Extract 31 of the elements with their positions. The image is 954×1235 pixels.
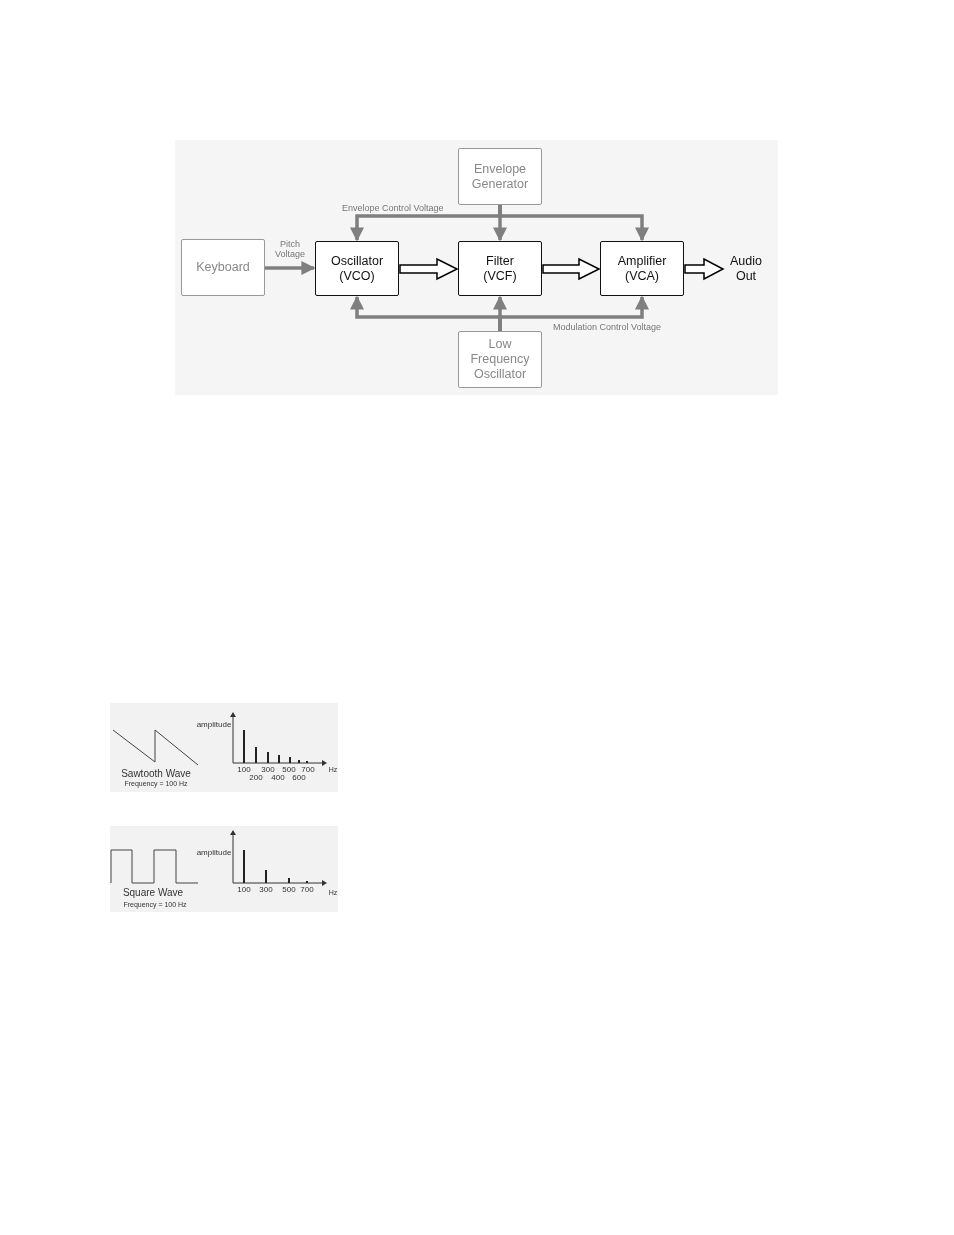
tick-label: 400 (271, 773, 285, 782)
output-label: Audio Out (724, 252, 768, 286)
module-box: Envelope Generator (458, 148, 542, 205)
tick-label: 600 (292, 773, 306, 782)
tick-label: 300 (261, 765, 275, 774)
tick-label: 700 (301, 765, 315, 774)
tick-label: 700 (300, 885, 314, 894)
arrow (399, 257, 459, 281)
wave-caption: Square Wave (122, 887, 184, 898)
tick-label: 100 (237, 885, 251, 894)
tick-label: 300 (259, 885, 273, 894)
axis-label: amplitude (196, 720, 232, 729)
arrow (498, 295, 649, 331)
module-box: Amplifier (VCA) (600, 241, 684, 296)
module-box: Low Frequency Oscillator (458, 331, 542, 388)
arrow (265, 261, 316, 275)
arrow (542, 257, 601, 281)
module-box: Filter (VCF) (458, 241, 542, 296)
tick-label: 200 (249, 773, 263, 782)
edge-label: Envelope Control Voltage (342, 203, 444, 213)
tick-label: 100 (237, 765, 251, 774)
tick-label: 500 (282, 885, 296, 894)
edge-label: Modulation Control Voltage (553, 322, 662, 332)
axis-label: amplitude (196, 848, 232, 857)
module-box: Keyboard (181, 239, 265, 296)
module-box: Oscillator (VCO) (315, 241, 399, 296)
wave-caption: Sawtooth Wave (121, 768, 191, 779)
edge-label: Pitch Voltage (274, 239, 306, 259)
tick-label: 500 (282, 765, 296, 774)
arrow (498, 205, 649, 242)
arrow (684, 257, 725, 281)
